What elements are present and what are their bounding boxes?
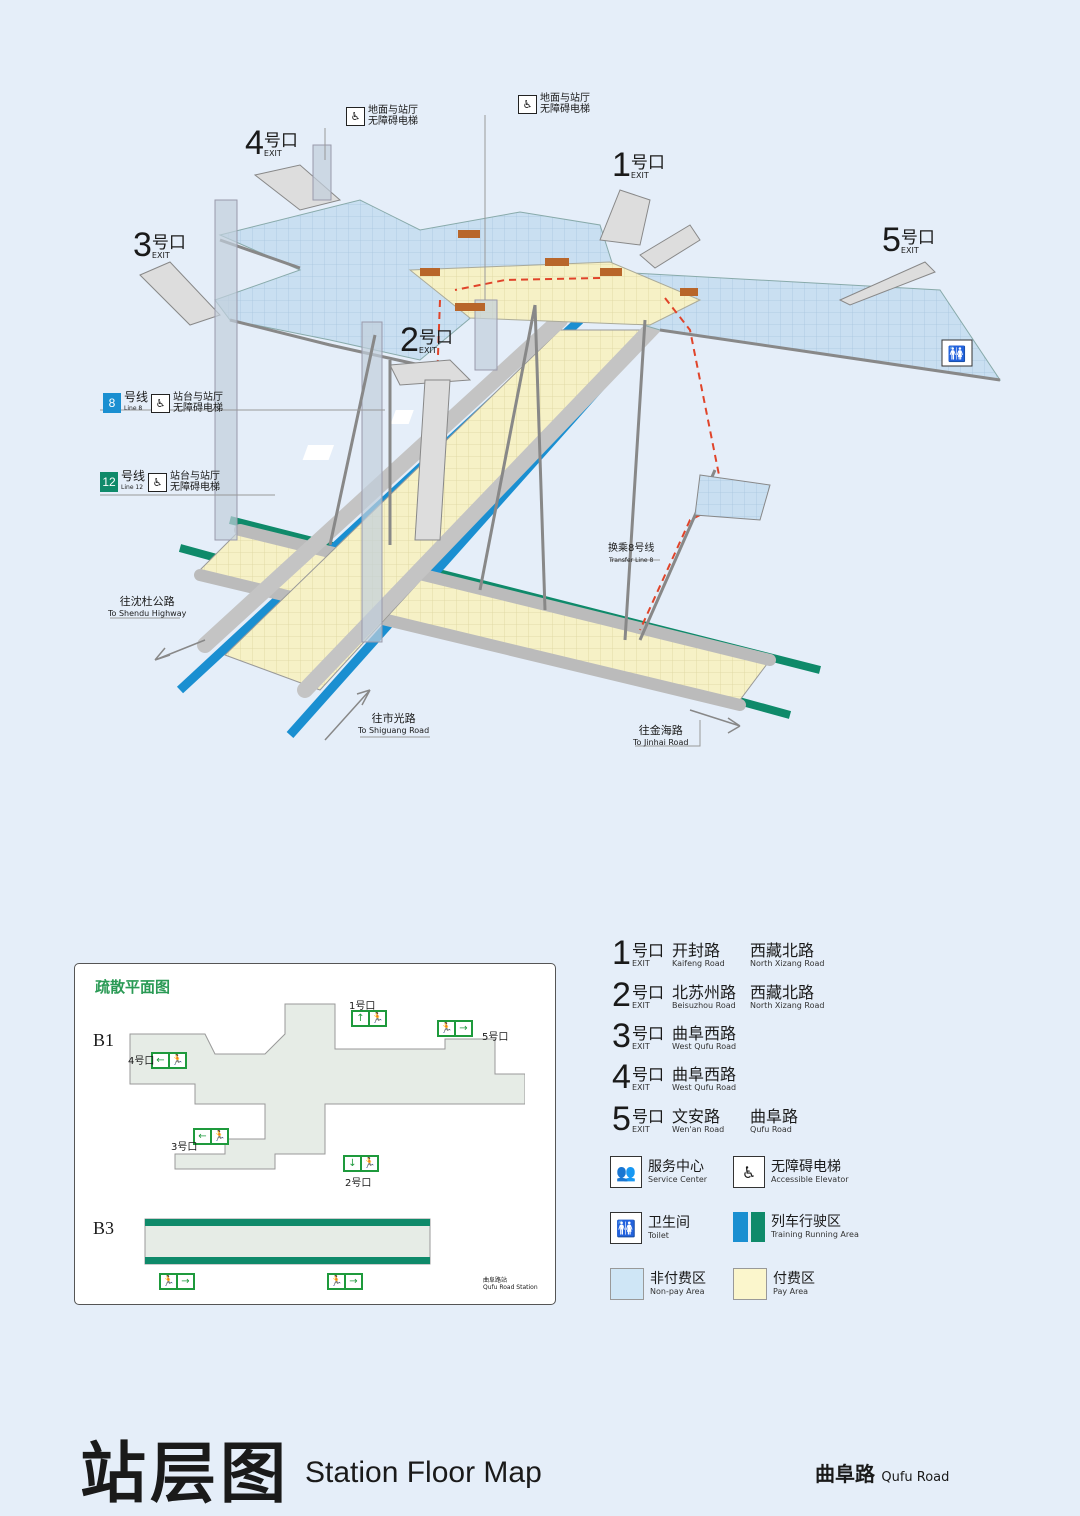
evac-exit-sign-4: ←🏃	[151, 1052, 187, 1069]
escalators	[139, 164, 936, 541]
accessible-elevator-icon: ♿	[148, 472, 168, 492]
evac-exit-4-label: 4号口	[128, 1056, 155, 1067]
evacuation-title: 疏散平面图	[95, 978, 171, 996]
evac-exit-sign-1: ↑🏃	[351, 1010, 387, 1027]
evac-exit-2-label: 2号口	[345, 1178, 372, 1189]
evacuation-plan: 疏散平面图 B1 B3 ↑🏃 1号口 🏃→ 5号口 ←🏃 4号口 ←🏃 3号口 …	[74, 963, 556, 1305]
track-swatch	[733, 1212, 765, 1242]
station-name: 曲阜路 Qufu Road	[815, 1462, 950, 1486]
elevator-shafts	[214, 144, 498, 643]
toilet-marker: 🚻	[941, 339, 973, 367]
accessible-elevator-icon: ♿	[518, 94, 537, 114]
direction-arrows	[154, 639, 741, 741]
page-title-en: Station Floor Map	[305, 1456, 542, 1489]
accessible-elevator-icon: ♿	[151, 393, 171, 413]
evac-exit-1-label: 1号口	[349, 1001, 376, 1012]
floor-b1-label: B1	[93, 1030, 115, 1050]
evac-exit-sign-b3-a: 🏃→	[159, 1273, 195, 1290]
evac-exit-sign-2: ↓🏃	[343, 1155, 379, 1172]
svg-text:🚻: 🚻	[948, 345, 967, 363]
evac-exit-sign-3: ←🏃	[193, 1128, 229, 1145]
nonpay-swatch	[610, 1268, 644, 1300]
accessible-elevator-icon: ♿	[733, 1156, 765, 1188]
page-title: 站层图	[80, 1435, 290, 1512]
station-3d-map: 🚻	[100, 115, 1002, 747]
callout-ground-elevator-b: ♿ 地面与站厅无障碍电梯	[518, 93, 590, 115]
evac-exit-5-label: 5号口	[482, 1032, 509, 1043]
line12-badge: 12	[100, 472, 118, 492]
evac-exit-3-label: 3号口	[171, 1142, 198, 1153]
pay-swatch	[733, 1268, 767, 1300]
floor-b3-label: B3	[93, 1218, 115, 1238]
evacuation-floorplan	[129, 1003, 525, 1265]
callout-ground-elevator-a: ♿ 地面与站厅无障碍电梯	[346, 105, 418, 127]
line8-badge: 8	[103, 393, 121, 413]
evac-exit-sign-b3-b: 🏃→	[327, 1273, 363, 1290]
ticket-gates	[420, 230, 698, 311]
service-center-icon: 👥	[610, 1156, 642, 1188]
accessible-elevator-icon: ♿	[346, 106, 365, 126]
evac-exit-sign-5: 🏃→	[437, 1020, 473, 1037]
toilet-icon: 🚻	[610, 1212, 642, 1244]
